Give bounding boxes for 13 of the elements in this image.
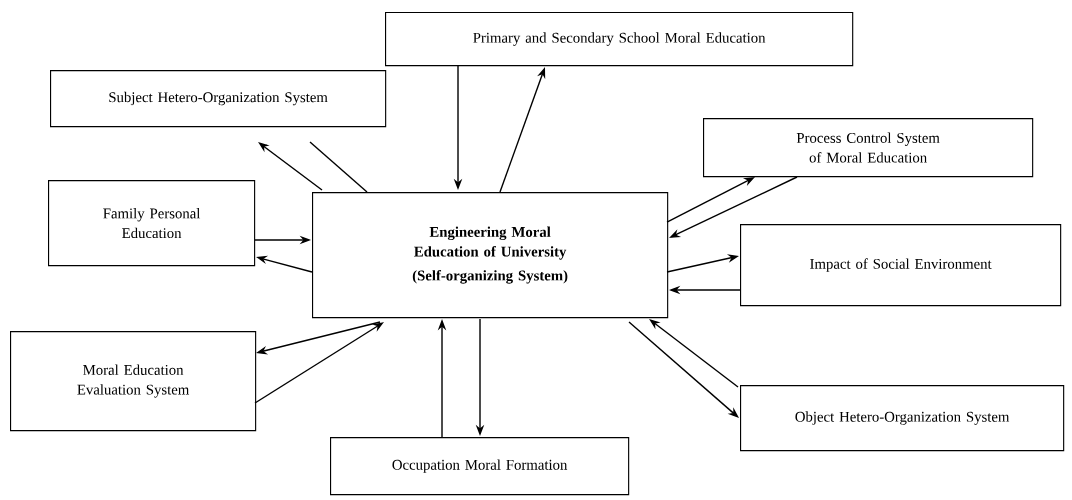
arrow [628, 321, 739, 418]
process-box: Primary and Secondary School Moral Education [385, 12, 854, 67]
center-box: Engineering Moral Education of University (Self-organizing System) [312, 192, 669, 319]
process-box: Object Hetero-Organization System [740, 385, 1065, 452]
arrow [258, 142, 323, 191]
process-box: Family Personal Education [48, 180, 256, 267]
process-box: Impact of Social Environment [740, 224, 1062, 307]
connector-line [309, 141, 368, 193]
process-box: Process Control System of Moral Education [703, 118, 1034, 178]
process-box: Moral Education Evaluation System [10, 331, 257, 432]
process-box: Occupation Moral Formation [330, 437, 630, 496]
process-box: Subject Hetero-Organization System [50, 70, 387, 128]
arrow [649, 319, 739, 388]
